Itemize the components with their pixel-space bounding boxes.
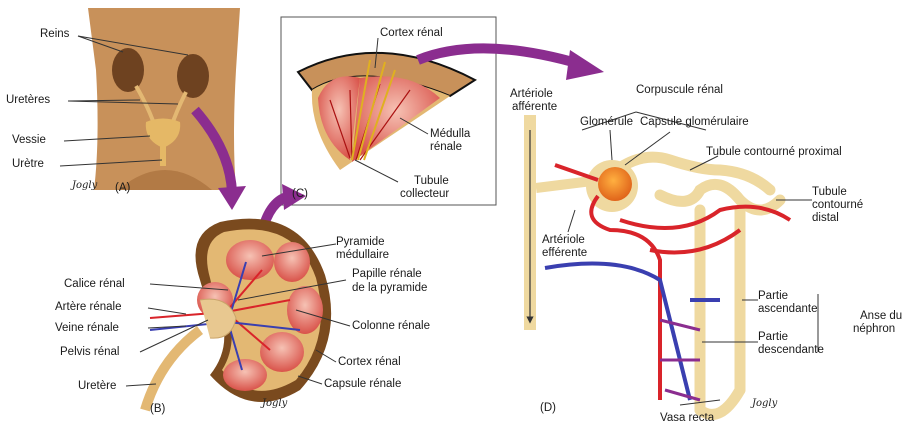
label-vessie: Vessie: [12, 134, 46, 147]
label-uretre: Urètre: [12, 158, 44, 171]
signature-a: Jogly: [72, 180, 97, 191]
label-partie-ascendante-2: ascendante: [758, 303, 817, 316]
signature-b: Jogly: [262, 398, 287, 409]
label-partie-descendante-1: Partie: [758, 331, 788, 344]
label-capsule-renale: Capsule rénale: [324, 378, 401, 391]
label-tcd-3: distal: [812, 212, 839, 225]
label-pyramide-2: médullaire: [336, 249, 389, 262]
label-papille-1: Papille rénale: [352, 268, 422, 281]
label-tubule-collecteur-1: Tubule: [414, 175, 449, 188]
label-cortex-renal-b: Cortex rénal: [338, 356, 401, 369]
panel-b-kidney: [126, 219, 350, 410]
label-uretere: Uretère: [78, 380, 116, 393]
label-arteriole-efferente-1: Artériole: [542, 234, 585, 247]
label-tcd-1: Tubule: [812, 186, 847, 199]
label-partie-ascendante-1: Partie: [758, 290, 788, 303]
label-pelvis-renal: Pelvis rénal: [60, 346, 119, 359]
panel-label-d: (D): [540, 402, 556, 415]
panel-label-b: (B): [150, 403, 165, 416]
label-tubule-collecteur-2: collecteur: [400, 188, 449, 201]
label-anse-1: Anse du: [860, 310, 902, 323]
label-pyramide-1: Pyramide: [336, 236, 385, 249]
label-capsule-glomerulaire: Capsule glomérulaire: [640, 116, 749, 129]
label-tcd-2: contourné: [812, 199, 863, 212]
label-partie-descendante-2: descendante: [758, 344, 824, 357]
label-artere-renale: Artère rénale: [55, 301, 121, 314]
label-medulla-1: Médulla: [430, 128, 470, 141]
label-corpuscule-renal: Corpuscule rénal: [636, 84, 723, 97]
right-kidney: [177, 54, 209, 98]
glomerulus: [598, 167, 632, 201]
label-papille-2: de la pyramide: [352, 282, 427, 295]
label-vasa-recta: Vasa recta: [660, 412, 714, 425]
label-tubule-contourne-proximal: Tubule contourné proximal: [706, 146, 842, 159]
label-arteriole-afferente-2: afférente: [512, 101, 557, 114]
label-medulla-2: rénale: [430, 141, 462, 154]
label-anse-2: néphron: [853, 323, 895, 336]
label-glomerule: Glomérule: [580, 116, 633, 129]
label-arteriole-afferente-1: Artériole: [510, 88, 553, 101]
label-ureteres: Uretères: [6, 94, 50, 107]
panel-label-a: (A): [115, 182, 130, 195]
label-arteriole-efferente-2: efférente: [542, 247, 587, 260]
panel-a-torso: [60, 8, 240, 190]
left-kidney: [112, 48, 144, 92]
label-colonne-renale: Colonne rénale: [352, 320, 430, 333]
label-cortex-renal-c: Cortex rénal: [380, 27, 443, 40]
label-calice-renal: Calice rénal: [64, 278, 125, 291]
label-veine-renale: Veine rénale: [55, 322, 119, 335]
label-reins: Reins: [40, 28, 69, 41]
panel-label-c: (C): [292, 188, 308, 201]
signature-d: Jogly: [752, 398, 777, 409]
